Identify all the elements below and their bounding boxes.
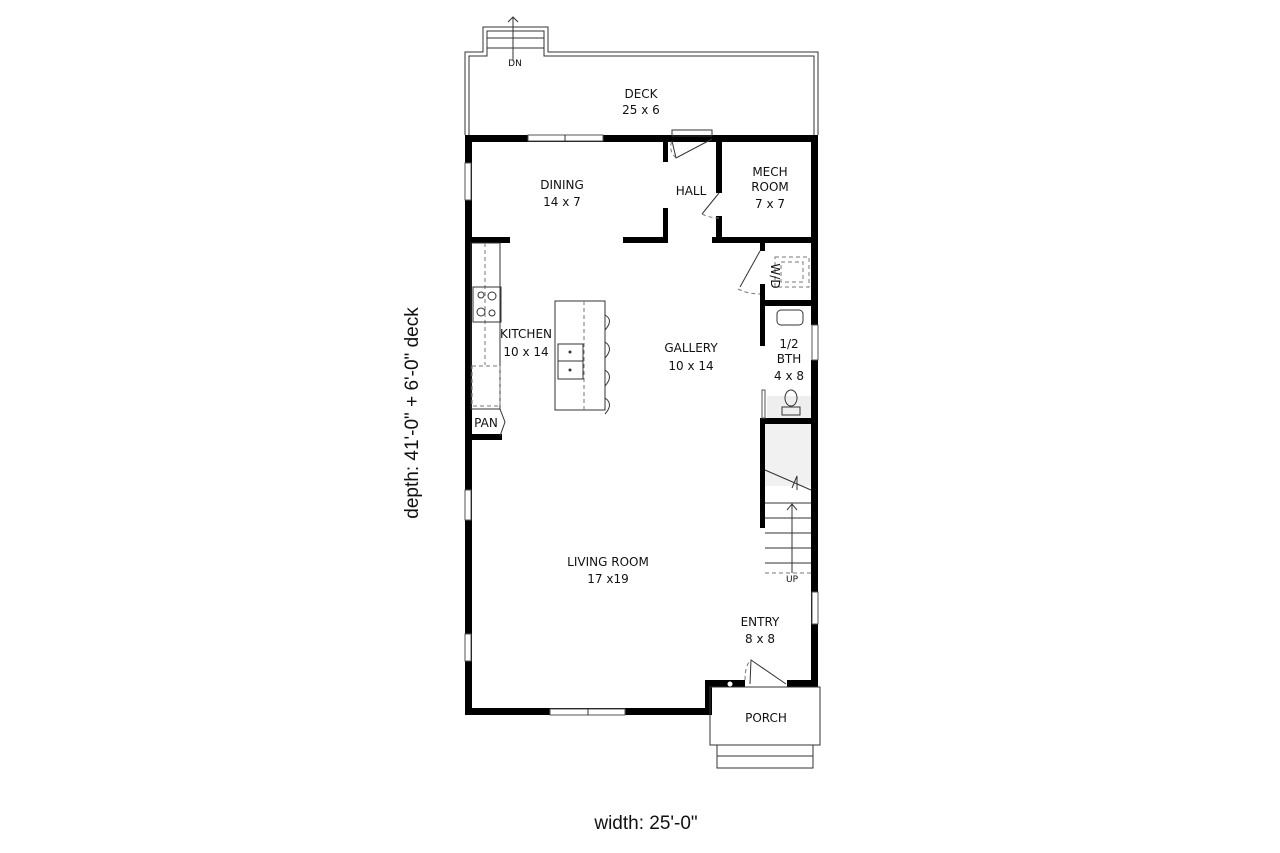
- porch-name: PORCH: [745, 711, 787, 725]
- pantry-label: PAN: [474, 416, 498, 430]
- entry-size: 8 x 8: [745, 632, 775, 646]
- kitchen-island: [554, 300, 610, 415]
- living-name: LIVING ROOM: [567, 555, 649, 569]
- kitchen-fixtures: PAN: [470, 242, 610, 437]
- utility-fixtures: UP: [764, 256, 812, 585]
- gallery-size: 10 x 14: [668, 359, 713, 373]
- entry-name: ENTRY: [741, 615, 780, 629]
- hall-name: HALL: [676, 184, 707, 198]
- mech-name-1: MECH: [752, 165, 787, 179]
- toilet-icon: [767, 389, 811, 418]
- kitchen-name: KITCHEN: [500, 327, 552, 341]
- stair-label: UP: [786, 575, 799, 585]
- living-size: 17 x19: [587, 572, 628, 586]
- gallery-name: GALLERY: [664, 341, 718, 355]
- bath-name-1: 1/2: [779, 337, 798, 351]
- arrow-down-icon: [507, 16, 519, 60]
- bath-size: 4 x 8: [774, 369, 804, 383]
- deck-name: DECK: [624, 87, 658, 101]
- bath-name-2: BTH: [777, 352, 802, 366]
- depth-dimension: depth: 41'-0" + 6'-0" deck: [402, 307, 423, 519]
- staircase: UP: [764, 424, 812, 585]
- mech-name-2: ROOM: [751, 180, 789, 194]
- deck: DN: [464, 16, 819, 135]
- dining-name: DINING: [540, 178, 584, 192]
- deck-stair-label: DN: [508, 59, 522, 69]
- doors: [670, 129, 787, 687]
- mech-size: 7 x 7: [755, 197, 785, 211]
- walls: [464, 134, 819, 716]
- laundry-label: W/D: [768, 263, 782, 288]
- sink-icon: [776, 309, 804, 326]
- stove-icon: [472, 286, 502, 323]
- kitchen-size: 10 x 14: [503, 345, 548, 359]
- dining-size: 14 x 7: [543, 195, 581, 209]
- deck-size: 25 x 6: [622, 103, 660, 117]
- width-dimension: width: 25'-0": [593, 813, 697, 834]
- porch: [709, 686, 821, 769]
